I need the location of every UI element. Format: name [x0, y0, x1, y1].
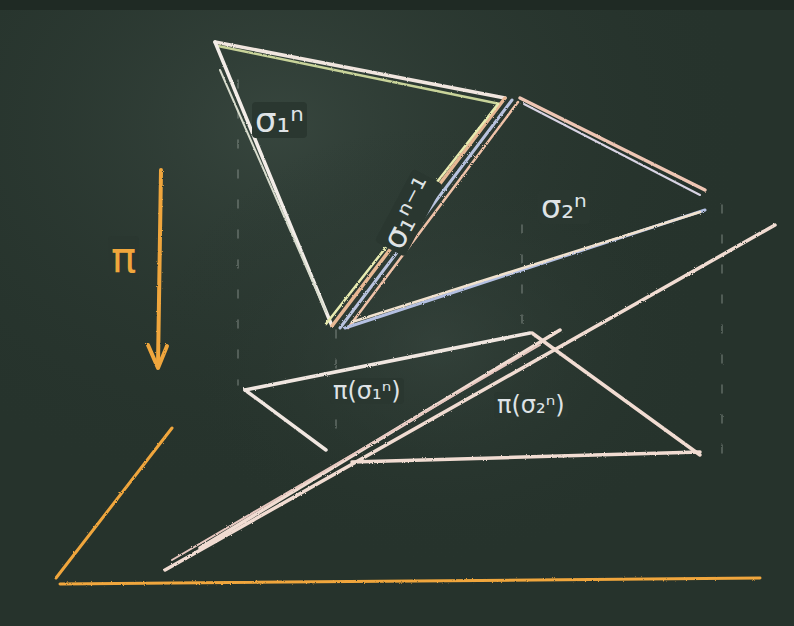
board-edge [0, 0, 794, 10]
face-label: σ₁ⁿ⁻¹ [375, 169, 443, 257]
base-plane [56, 428, 760, 584]
simplex-sigma1 [215, 42, 505, 326]
image-label: π(σ₂ⁿ) [494, 392, 568, 418]
simplex-label: σ₁ⁿ [252, 102, 307, 138]
projection-arrow [148, 170, 167, 368]
shared-face [326, 98, 518, 328]
simplex-label: σ₂ⁿ [538, 190, 590, 224]
projection-guides [238, 80, 722, 455]
image-pi-sigma2 [165, 225, 775, 570]
map-label: π [108, 236, 139, 280]
image-label: π(σ₁ⁿ) [330, 378, 404, 404]
